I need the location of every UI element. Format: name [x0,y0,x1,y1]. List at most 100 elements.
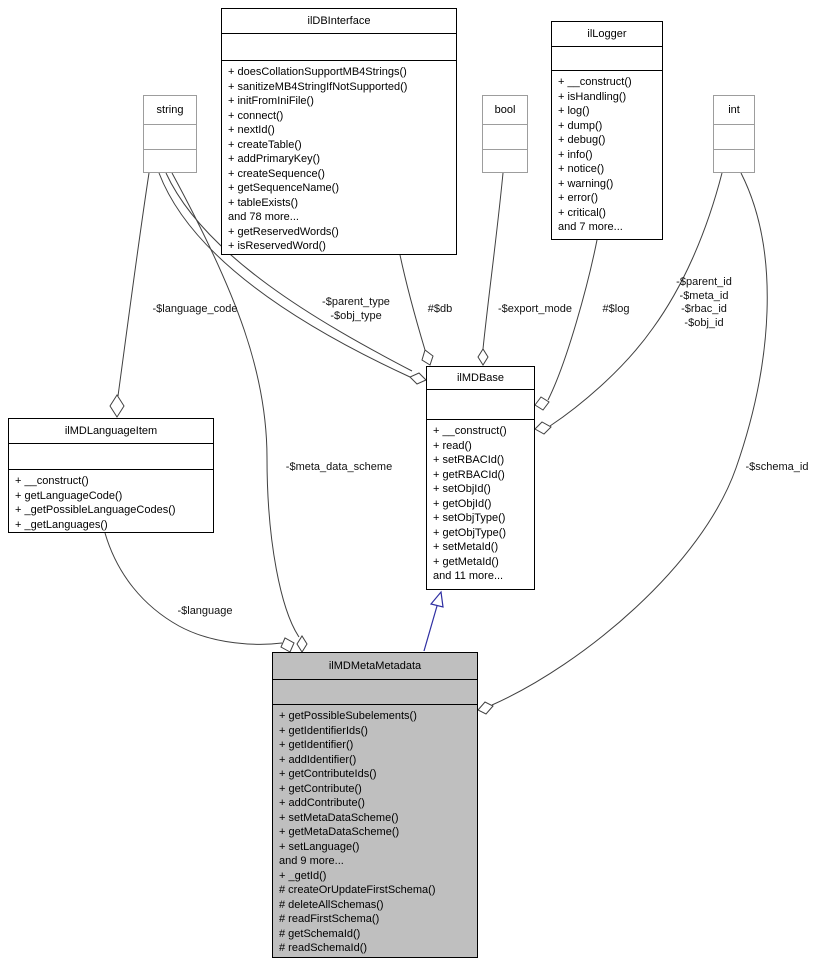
class-illogger[interactable]: ilLogger + __construct()+ isHandling()+ … [551,21,663,240]
class-bool[interactable]: bool [482,95,528,173]
edge-label-schema-id: -$schema_id [736,461,818,475]
methods-compartment: + __construct()+ getLanguageCode()+ _get… [9,470,213,532]
class-title: ilDBInterface [222,9,456,34]
method-label: and 7 more... [558,221,623,233]
method-label: + getPossibleSubelements() [279,710,417,722]
method-label: + getContribute() [279,782,362,795]
edge-db [399,254,426,351]
method-label: + setLanguage() [279,840,360,853]
edge-label-export-mode: -$export_mode [489,303,581,317]
methods-compartment: + __construct() + read() + setRBACId() + ge… [427,420,534,589]
method-label: + warning() [558,177,614,190]
edge-language [104,532,283,645]
edge-label-text: #$log [602,303,630,315]
method-label: + nextId() [228,124,275,136]
edge-label-language-code: -$language_code [142,303,248,317]
method-label: # getSchemaId() [279,927,361,940]
attributes-compartment [552,47,662,71]
method-label: + read() [433,439,472,452]
method-label: + isHandling() [558,90,627,103]
edge-language-code [117,172,150,397]
aggregation-diamond-language-code [109,394,125,418]
class-string[interactable]: string [143,95,197,173]
method-label: + getIdentifier() [279,739,354,751]
method-label: + createSequence() [228,167,325,180]
method-label: + getIdentifierIds() [279,724,368,737]
class-title: string [144,96,196,125]
edge-label-ids: -$parent_id-$meta_id-$rbac_id-$obj_id [662,276,746,330]
class-ilmdbase[interactable]: ilMDBase + __construct()+ read()+ setRBA… [426,366,535,590]
method-label: + _getPossibleLanguageCodes() [15,504,176,516]
methods-compartment: + getPossibleSubelements() + getIdentifie… [273,705,477,957]
method-label: + addContribute() [279,797,365,809]
methods-compartment [714,150,754,172]
aggregation-diamond-log [534,396,550,411]
class-int[interactable]: int [713,95,755,173]
attributes-compartment [714,125,754,150]
method-label: + getMetaDataScheme() [279,826,400,838]
aggregation-diamond-parent-obj-type [409,372,427,385]
edge-label-text: -$schema_id [745,461,809,473]
method-label: + connect() [228,109,284,122]
method-label: and 9 more... [279,855,344,867]
inheritance-arrowhead [429,590,444,608]
aggregation-diamond-ids [534,421,552,435]
method-label: + addPrimaryKey() [228,153,321,165]
method-label: + doesCollationSupportMB4Strings() [228,66,407,78]
class-title: bool [483,96,527,125]
edge-log [547,239,598,401]
method-label: + tableExists() [228,196,298,209]
method-label: + getSequenceName() [228,182,339,194]
class-title: int [714,96,754,125]
edge-label-text: -$obj_id [684,316,724,329]
methods-compartment [483,150,527,172]
methods-compartment: + __construct()+ isHandling()+ log()+ du… [552,71,662,239]
class-ildbinterface[interactable]: ilDBInterface + doesCollationSupportMB4S… [221,8,457,255]
edge-inheritance [423,605,438,652]
class-ilmdlanguageitem[interactable]: ilMDLanguageItem + __construct()+ getLan… [8,418,214,533]
method-label: + dump() [558,119,603,132]
edge-label-text: -$obj_type [330,309,382,322]
edge-label-text: -$parent_type [322,296,390,308]
edge-label-meta-data-scheme: -$meta_data_scheme [274,461,404,475]
method-label: + _getLanguages() [15,518,108,531]
method-label: + setRBACId() [433,454,505,466]
edge-label-db: #$db [418,303,462,317]
method-label: + getRBACId() [433,468,505,481]
method-label: # deleteAllSchemas() [279,898,384,911]
method-label: # readSchemaId() [279,942,368,954]
method-label: + critical() [558,206,606,219]
edge-label-log: #$log [594,303,638,317]
method-label: + initFromIniFile() [228,95,314,107]
method-label: + error() [558,192,599,204]
method-label: # readFirstSchema() [279,913,380,925]
method-label: + _getId() [279,869,327,882]
edge-label-text: -$rbac_id [681,303,727,315]
method-label: + setObjId() [433,483,491,495]
edge-label-parent-obj-type: -$parent_type-$obj_type [308,296,404,323]
class-title: ilMDMetaMetadata [273,653,477,680]
method-label: + isReservedWord() [228,240,326,252]
method-label: # createOrUpdateFirstSchema() [279,884,436,896]
method-label: + info() [558,148,593,161]
method-label: + __construct() [558,76,632,88]
method-label: and 78 more... [228,211,299,223]
method-label: + __construct() [433,425,507,437]
attributes-compartment [273,680,477,705]
class-title: ilMDLanguageItem [9,419,213,444]
method-label: + setMetaDataScheme() [279,811,399,824]
edge-label-text: -$meta_data_scheme [285,461,393,473]
class-ilmdmetametadata[interactable]: ilMDMetaMetadata + getPossibleSubelement… [272,652,478,958]
method-label: + createTable() [228,138,302,151]
method-label: + notice() [558,163,605,175]
aggregation-diamond-db [421,349,434,366]
attributes-compartment [483,125,527,150]
methods-compartment: + doesCollationSupportMB4Strings()+ sani… [222,61,456,254]
method-label: + debug() [558,134,606,146]
edge-label-text: -$meta_id [679,289,729,302]
aggregation-diamond-language [280,637,295,653]
method-label: and 11 more... [433,570,504,582]
aggregation-diamond-export-mode [477,348,489,366]
edge-label-text: -$export_mode [498,303,572,315]
aggregation-diamond-schema-id [477,701,494,715]
